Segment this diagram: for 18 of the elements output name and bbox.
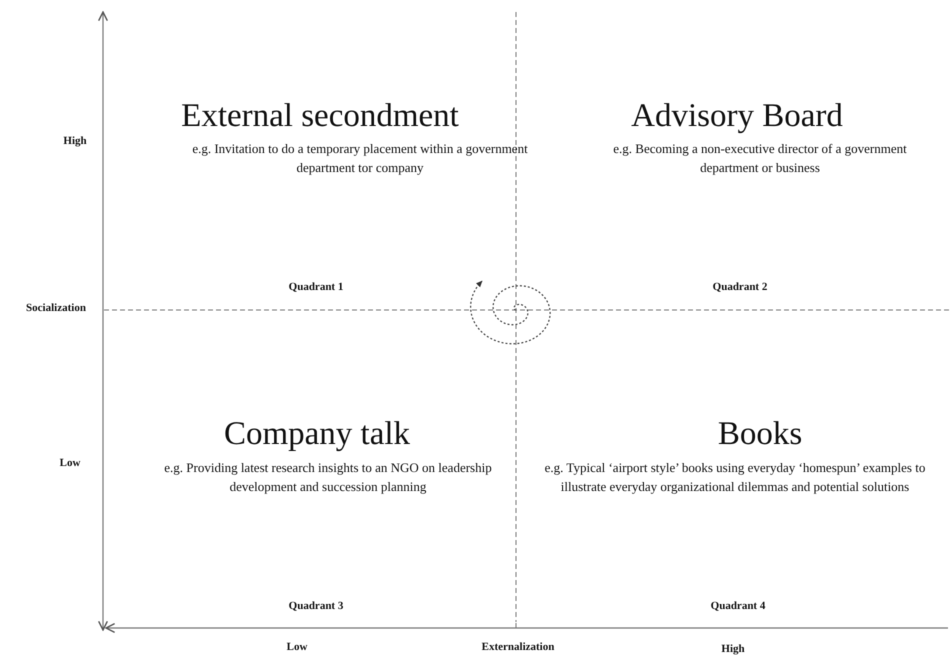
quadrant-description: e.g. Providing latest research insights to an NGO on leadership development and succession planning [163,459,493,496]
axis-title: Socialization [26,301,86,316]
axis-title: Externalization [482,640,554,655]
axis-label: High [63,134,87,149]
axis-label: Low [60,456,80,471]
quadrant-description: e.g. Becoming a non-executive director of a government department or business [612,140,908,177]
axis-label: High [721,642,745,657]
quadrant-title: Books [718,418,802,451]
quadrant-label: Quadrant 3 [288,599,344,614]
quadrant-description: e.g. Typical ‘airport style’ books using everyday ‘homespun’ examples to illustrate everyday organizational dilemmas and potential solutions [544,459,926,496]
quadrant-label: Quadrant 1 [288,280,344,295]
quadrant-title: Company talk [224,418,410,451]
quadrant-title: External secondment [181,100,459,133]
quadrant-label: Quadrant 4 [710,599,766,614]
axis-label: Low [286,640,308,655]
quadrant-title: Advisory Board [631,100,843,133]
quadrant-description: e.g. Invitation to do a temporary placement within a government department tor company [191,140,529,177]
quadrant-label: Quadrant 2 [712,280,768,295]
